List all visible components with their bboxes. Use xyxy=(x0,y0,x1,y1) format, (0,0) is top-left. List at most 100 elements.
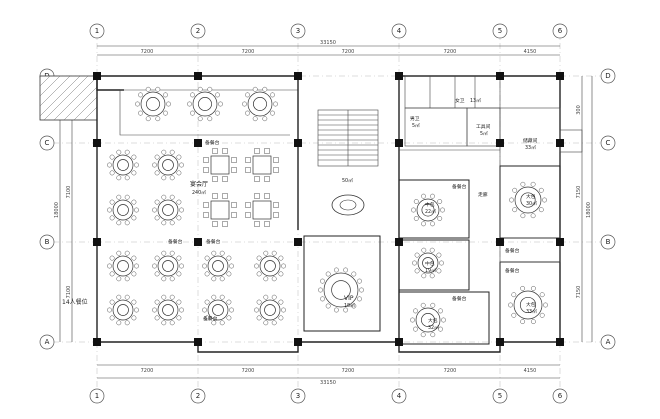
axis-right-b: B xyxy=(606,238,611,246)
axis-left-a: A xyxy=(45,338,50,346)
dim-top-1: 7200 xyxy=(141,49,154,55)
label-service-8: 备餐台 xyxy=(505,267,520,274)
label-corridor: 走廊 xyxy=(478,191,488,198)
axis-bottom-6: 6 xyxy=(558,392,563,400)
dim-left-total: 18000 xyxy=(54,202,60,218)
column xyxy=(556,238,564,246)
round-table xyxy=(202,250,234,282)
round-table xyxy=(135,86,171,122)
dim-left-1: 7100 xyxy=(66,186,72,199)
round-table xyxy=(152,294,184,326)
axis-top-1: 1 xyxy=(95,27,99,35)
round-table xyxy=(152,149,184,181)
column xyxy=(294,238,302,246)
column xyxy=(194,139,202,147)
column xyxy=(294,72,302,80)
label-male-wc: 男卫 xyxy=(410,116,420,122)
axis-bubbles-top: 1 2 3 4 5 6 xyxy=(89,23,568,39)
label-female-wc-area: 13㎡ xyxy=(470,97,481,104)
dim-bottom-5: 4150 xyxy=(524,368,537,374)
label-service-6: 备餐台 xyxy=(505,247,520,254)
axis-bubbles-right: D C B A xyxy=(600,68,616,350)
label-large-room-1: 大包 xyxy=(428,317,438,324)
label-service-1: 备餐台 xyxy=(205,139,220,146)
hatched-stair-block xyxy=(39,75,98,121)
column xyxy=(93,72,101,80)
round-table xyxy=(254,250,286,282)
label-mid-room-1-area: 22㎡ xyxy=(425,208,436,215)
column xyxy=(556,338,564,346)
label-male-wc-area: 5㎡ xyxy=(412,122,420,129)
round-table xyxy=(411,193,445,227)
dim-top-4: 7200 xyxy=(444,49,457,55)
label-large-room-3: 大包 xyxy=(526,301,536,308)
column xyxy=(93,139,101,147)
round-table xyxy=(509,181,547,219)
label-banquet-area: 240㎡ xyxy=(192,189,206,196)
dim-top-overall: 33150 xyxy=(320,40,336,46)
axis-bottom-4: 4 xyxy=(397,392,402,400)
round-tables xyxy=(107,86,548,338)
axis-bottom-2: 2 xyxy=(196,392,200,400)
axis-bubbles-left: D C B A xyxy=(39,68,55,350)
label-tool-room: 工具间 xyxy=(476,123,491,130)
dim-bottom-2: 7200 xyxy=(242,368,255,374)
dim-top-2: 7200 xyxy=(242,49,255,55)
label-mid-room-1: 中包 xyxy=(425,201,435,208)
column xyxy=(395,238,403,246)
label-mid-room-2: 中包 xyxy=(425,260,435,267)
label-service-7: 备餐台 xyxy=(452,295,467,302)
dim-bottom-4: 7200 xyxy=(444,368,457,374)
column xyxy=(496,72,504,80)
label-service-4: 备餐台 xyxy=(203,315,218,322)
room-labels: 宴会厅 240㎡ 50㎡ VIP 18㎡ 女卫 13㎡ 男卫 5㎡ 工具间 5㎡… xyxy=(62,97,538,331)
column xyxy=(496,238,504,246)
label-large-room-2: 大包 xyxy=(526,193,536,200)
label-storage: 储藏间 xyxy=(523,137,538,144)
round-table xyxy=(318,267,364,313)
label-vip: VIP xyxy=(344,295,354,302)
square-tables xyxy=(203,148,279,227)
column xyxy=(496,139,504,147)
dim-top-5: 4150 xyxy=(524,49,537,55)
axis-top-2: 2 xyxy=(196,27,200,35)
column xyxy=(93,338,101,346)
label-large-room-1-area: 32㎡ xyxy=(428,324,439,331)
column xyxy=(194,238,202,246)
label-storage-area: 33㎡ xyxy=(525,144,536,151)
dim-bottom-3: 7200 xyxy=(342,368,355,374)
axis-right-d: D xyxy=(605,72,610,80)
square-table xyxy=(245,193,279,227)
lobby-feature xyxy=(331,194,365,216)
axis-bottom-1: 1 xyxy=(95,392,99,400)
axis-bottom-3: 3 xyxy=(296,392,300,400)
label-tool-room-area: 5㎡ xyxy=(480,130,488,137)
label-lobby-area: 50㎡ xyxy=(342,177,353,184)
label-large-room-2-area: 30㎡ xyxy=(526,200,537,207)
column xyxy=(194,338,202,346)
axis-right-a: A xyxy=(606,338,611,346)
column xyxy=(395,338,403,346)
round-table xyxy=(412,247,444,279)
lobby-stairs xyxy=(317,109,379,167)
label-mid-room-2-area: 19㎡ xyxy=(425,267,436,274)
column xyxy=(496,338,504,346)
column xyxy=(556,72,564,80)
label-large-room-3-area: 33㎡ xyxy=(526,308,537,315)
round-table xyxy=(202,294,234,326)
column xyxy=(294,338,302,346)
axis-top-5: 5 xyxy=(498,27,502,35)
label-banquet-hall: 宴会厅 xyxy=(190,180,208,188)
column xyxy=(556,139,564,147)
dim-right-2: 7150 xyxy=(576,186,582,199)
column xyxy=(395,139,403,147)
dim-right-total: 18000 xyxy=(586,202,592,218)
round-table xyxy=(254,294,286,326)
label-service-2: 备餐台 xyxy=(168,238,183,245)
column xyxy=(194,72,202,80)
round-table xyxy=(187,86,223,122)
dim-right-1: 300 xyxy=(576,105,582,115)
square-table xyxy=(203,148,237,182)
round-table xyxy=(152,250,184,282)
